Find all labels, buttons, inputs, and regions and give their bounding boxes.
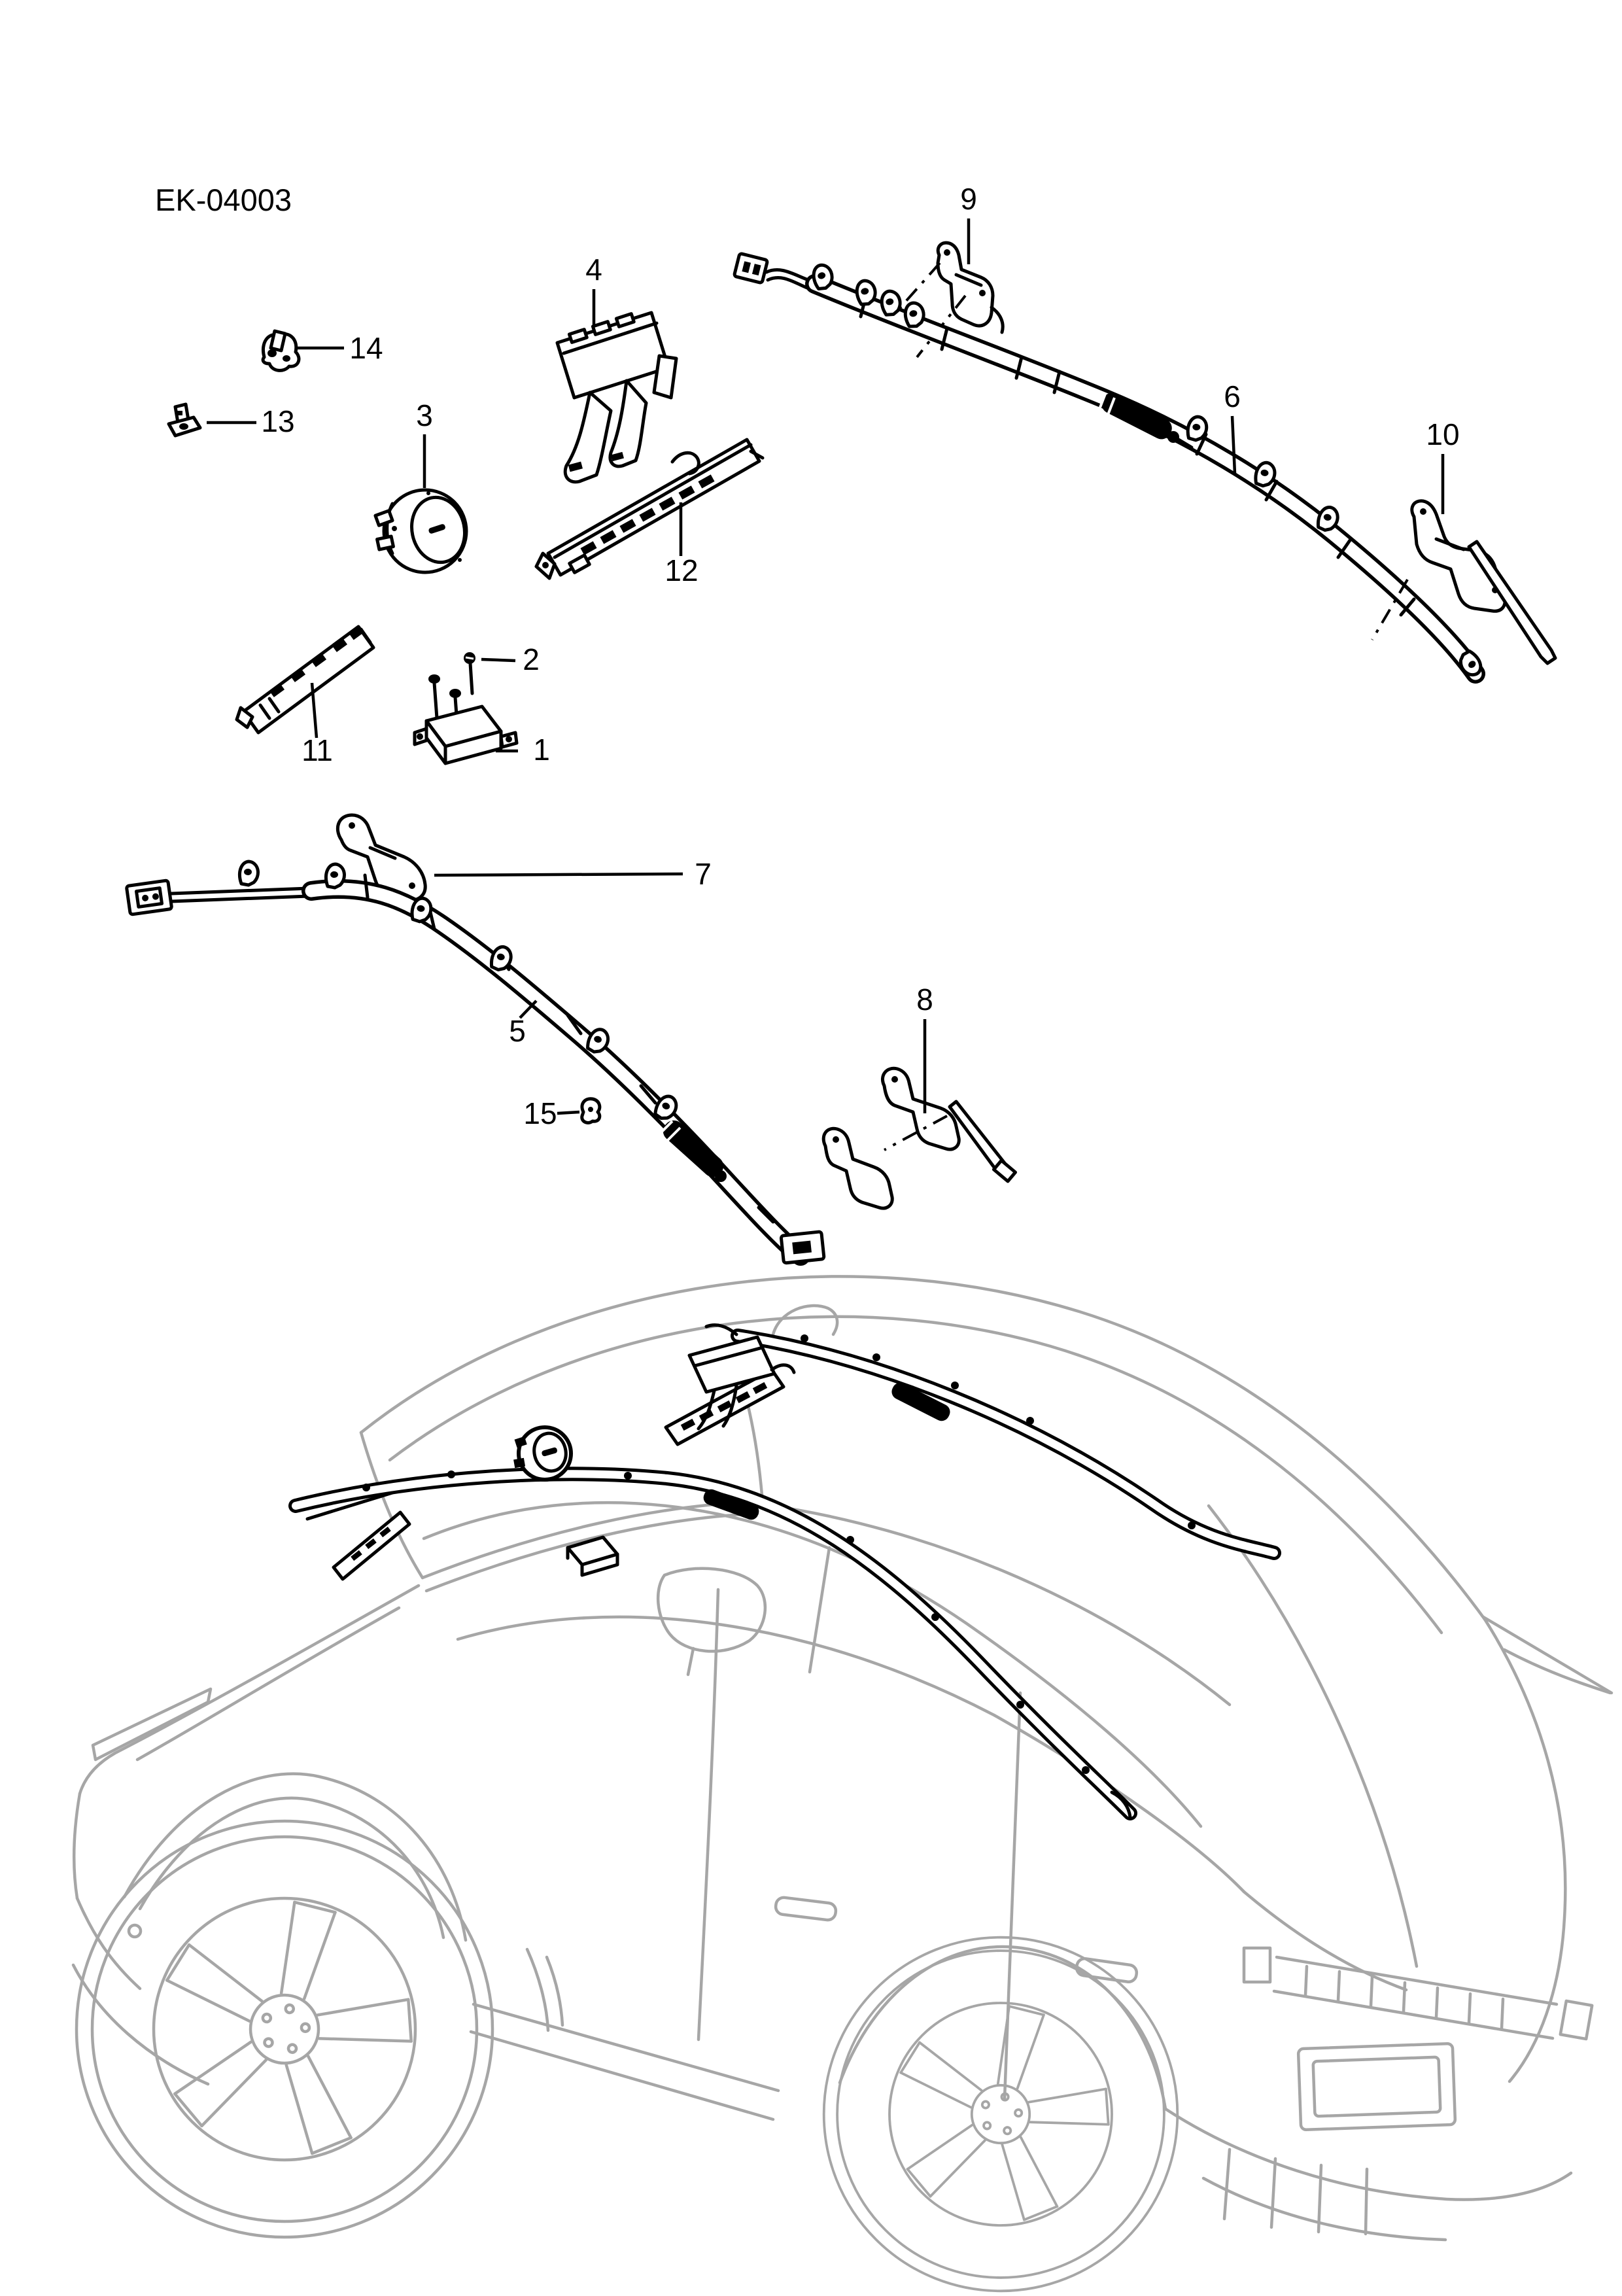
callout-8: 8 <box>916 983 933 1113</box>
callout-12-label: 12 <box>664 553 698 587</box>
part-5-inflator <box>658 1120 727 1182</box>
callout-6-label: 6 <box>1224 379 1241 413</box>
part-13-clip <box>167 402 202 438</box>
callout-13: 13 <box>207 404 295 438</box>
callout-11-label: 11 <box>302 733 333 767</box>
installed-driver-airbag <box>513 1425 573 1482</box>
part-6-inflator <box>1097 392 1194 449</box>
diagram-code: EK-04003 <box>155 183 292 217</box>
callout-7: 7 <box>434 857 712 891</box>
callout-13-label: 13 <box>261 404 294 438</box>
callout-14: 14 <box>297 331 383 365</box>
callout-6: 6 <box>1224 379 1241 474</box>
callout-4: 4 <box>585 252 602 327</box>
part-14-clip <box>261 329 301 372</box>
installed-curtain-airbag-right <box>704 1323 1281 1560</box>
part-15-clip <box>580 1097 602 1124</box>
callout-11: 11 <box>302 682 333 767</box>
callout-14-label: 14 <box>349 331 383 365</box>
front-wheel <box>77 1821 492 2237</box>
callouts: 1 2 3 4 5 6 7 8 <box>207 182 1460 1130</box>
part-5-curtain-airbag-left <box>125 861 826 1266</box>
callout-1: 1 <box>496 733 550 767</box>
callout-10: 10 <box>1426 417 1460 514</box>
part-12-dash-rail <box>534 438 765 580</box>
callout-5: 5 <box>509 1000 538 1048</box>
callout-9: 9 <box>960 182 977 264</box>
callout-2: 2 <box>481 642 540 676</box>
part-10-bracket <box>1371 499 1557 665</box>
part-8-bracket <box>821 1066 1018 1210</box>
callout-15-label: 15 <box>523 1096 557 1130</box>
callout-4-label: 4 <box>585 252 602 287</box>
part-11-sill-rail <box>235 625 375 735</box>
callout-12: 12 <box>664 502 699 587</box>
part-6-curtain-airbag-right <box>733 252 1485 684</box>
part-7-bracket <box>336 813 427 902</box>
callout-15: 15 <box>523 1096 580 1130</box>
callout-8-label: 8 <box>916 983 933 1017</box>
callout-10-label: 10 <box>1426 417 1459 451</box>
part-4-passenger-airbag <box>555 311 678 484</box>
part-2-screw <box>464 652 475 695</box>
callout-7-label: 7 <box>695 857 712 891</box>
installed-sill-trim <box>305 1491 411 1581</box>
rear-wheel <box>822 1936 1179 2293</box>
installed-airbag-control-unit <box>566 1535 619 1577</box>
car-outline <box>71 1275 1613 2293</box>
callout-3: 3 <box>416 398 433 488</box>
installed-dash-assembly <box>664 1335 796 1446</box>
callout-3-label: 3 <box>416 398 433 432</box>
callout-1-label: 1 <box>533 733 550 767</box>
part-3-driver-airbag <box>373 488 468 574</box>
callout-5-label: 5 <box>509 1014 526 1048</box>
part-1-airbag-control-unit <box>413 674 519 765</box>
callout-9-label: 9 <box>960 182 977 216</box>
callout-2-label: 2 <box>523 642 540 676</box>
